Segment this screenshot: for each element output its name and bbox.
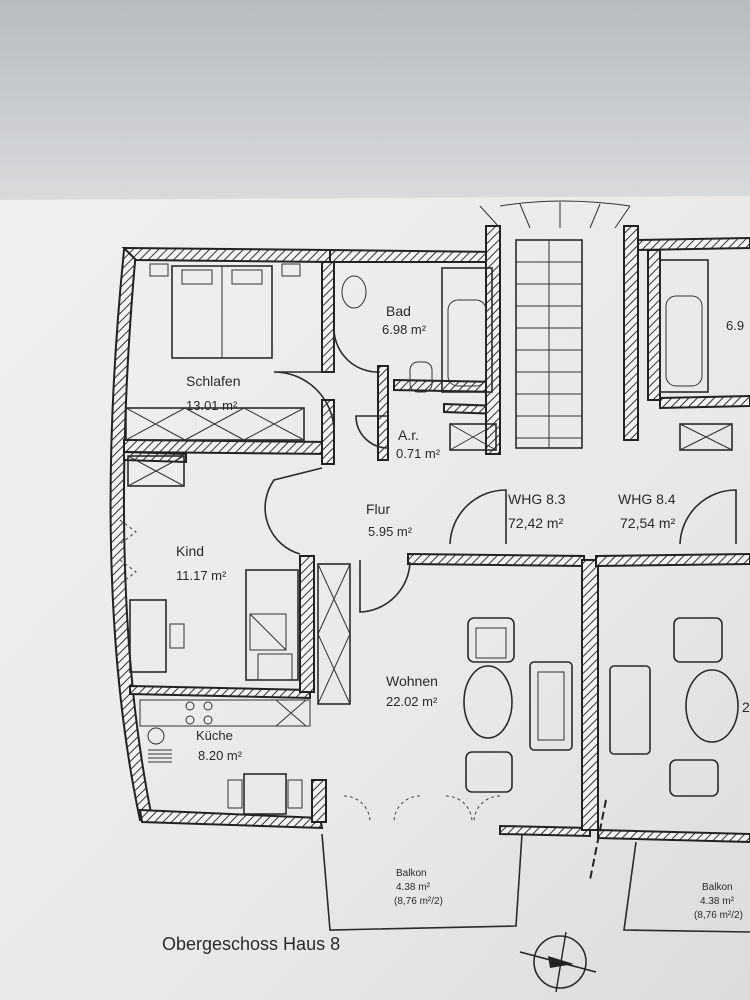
section-line (589, 799, 607, 881)
drawing-title: Obergeschoss Haus 8 (162, 934, 340, 954)
unit-name-whg83: WHG 8.3 (508, 491, 566, 507)
staircase (479, 200, 631, 449)
room-name-wohnen: Wohnen (386, 673, 438, 689)
room-name-schlafen: Schlafen (186, 373, 240, 389)
apartment-left (109, 225, 639, 838)
wall-kind-top (123, 450, 187, 464)
apartment-right (595, 236, 750, 844)
balcony-right-area: 4.38 m² (700, 896, 735, 907)
door-ar (355, 415, 389, 449)
room-area-wohnen: 22.02 m² (386, 694, 438, 709)
room-name-bad: Bad (386, 303, 411, 319)
living-furniture (343, 617, 573, 823)
unit-area-whg83: 72,42 m² (508, 515, 564, 531)
room-area-schlafen: 13.01 m² (186, 398, 238, 413)
wall-kueche-right (311, 779, 327, 823)
north-arrow-icon (519, 931, 597, 993)
outer-wall-top-right (637, 236, 750, 252)
wall-bad-right-left (647, 249, 661, 401)
room-area-ar: 0.71 m² (396, 446, 441, 461)
room-area-bad: 6.98 m² (382, 322, 427, 337)
room-labels: Schlafen 13.01 m² Bad 6.98 m² A.r. 0.71 … (162, 303, 750, 954)
wall-kind-flur (299, 555, 315, 693)
room-name-kueche: Küche (196, 728, 233, 743)
balcony-left-share: (8,76 m²/2) (394, 896, 443, 907)
washbasin (341, 275, 367, 309)
wall-schlafen-bottom (123, 438, 333, 456)
wall-bad-right-bottom (659, 394, 750, 410)
room-area-bad-right: 6.9 (726, 318, 744, 333)
furniture (119, 200, 739, 823)
kitchen-counter (139, 699, 311, 763)
wall-schlafen-flur-low (321, 399, 335, 465)
paper-sheet (0, 196, 750, 1000)
wall-bottom-wohnen (499, 824, 591, 838)
wall-ar (377, 365, 389, 461)
background-wall (0, 0, 750, 200)
balcony-left (321, 833, 523, 931)
unit-area-whg84: 72,54 m² (620, 515, 676, 531)
wall-wohnen-right-top (595, 552, 750, 568)
door-whg83 (449, 489, 507, 545)
balcony-left-area: 4.38 m² (396, 882, 431, 893)
balcony-right (623, 841, 750, 933)
room-name-kind: Kind (176, 543, 204, 559)
toilet (409, 361, 433, 393)
room-area-kind: 11.17 m² (176, 568, 227, 583)
wall-schlafen-bad (321, 261, 335, 373)
dining-table (243, 773, 287, 815)
wall-wohnen-top (407, 552, 585, 568)
room-area-kueche: 8.20 m² (198, 748, 243, 763)
wall-wohnen-right (581, 559, 599, 831)
balcony-right-share: (8,76 m²/2) (694, 910, 743, 921)
unit-name-whg84: WHG 8.4 (618, 491, 676, 507)
balcony-left-name: Balkon (396, 868, 427, 879)
room-name-flur: Flur (366, 501, 390, 517)
room-name-ar: A.r. (398, 427, 419, 443)
outer-wall-top-bad (329, 248, 499, 263)
wall-kind-bottom (129, 684, 311, 700)
room-area-flur: 5.95 m² (368, 524, 413, 539)
wall-stair-right (623, 225, 639, 441)
door-schlafen (273, 371, 335, 431)
wall-stair-left (485, 225, 501, 455)
door-wohnen (359, 560, 411, 613)
desk-kind (129, 599, 167, 673)
door-kind (264, 467, 323, 555)
outer-wall-top (121, 246, 331, 264)
wardrobe-schlafen (125, 407, 305, 441)
bathtub (441, 267, 493, 393)
outer-wall-bottom (138, 808, 324, 830)
door-whg84 (679, 489, 737, 545)
room-area-wohnen-right: 2 (742, 699, 750, 715)
door-bad (333, 329, 381, 373)
balcony-right-name: Balkon (702, 882, 733, 893)
